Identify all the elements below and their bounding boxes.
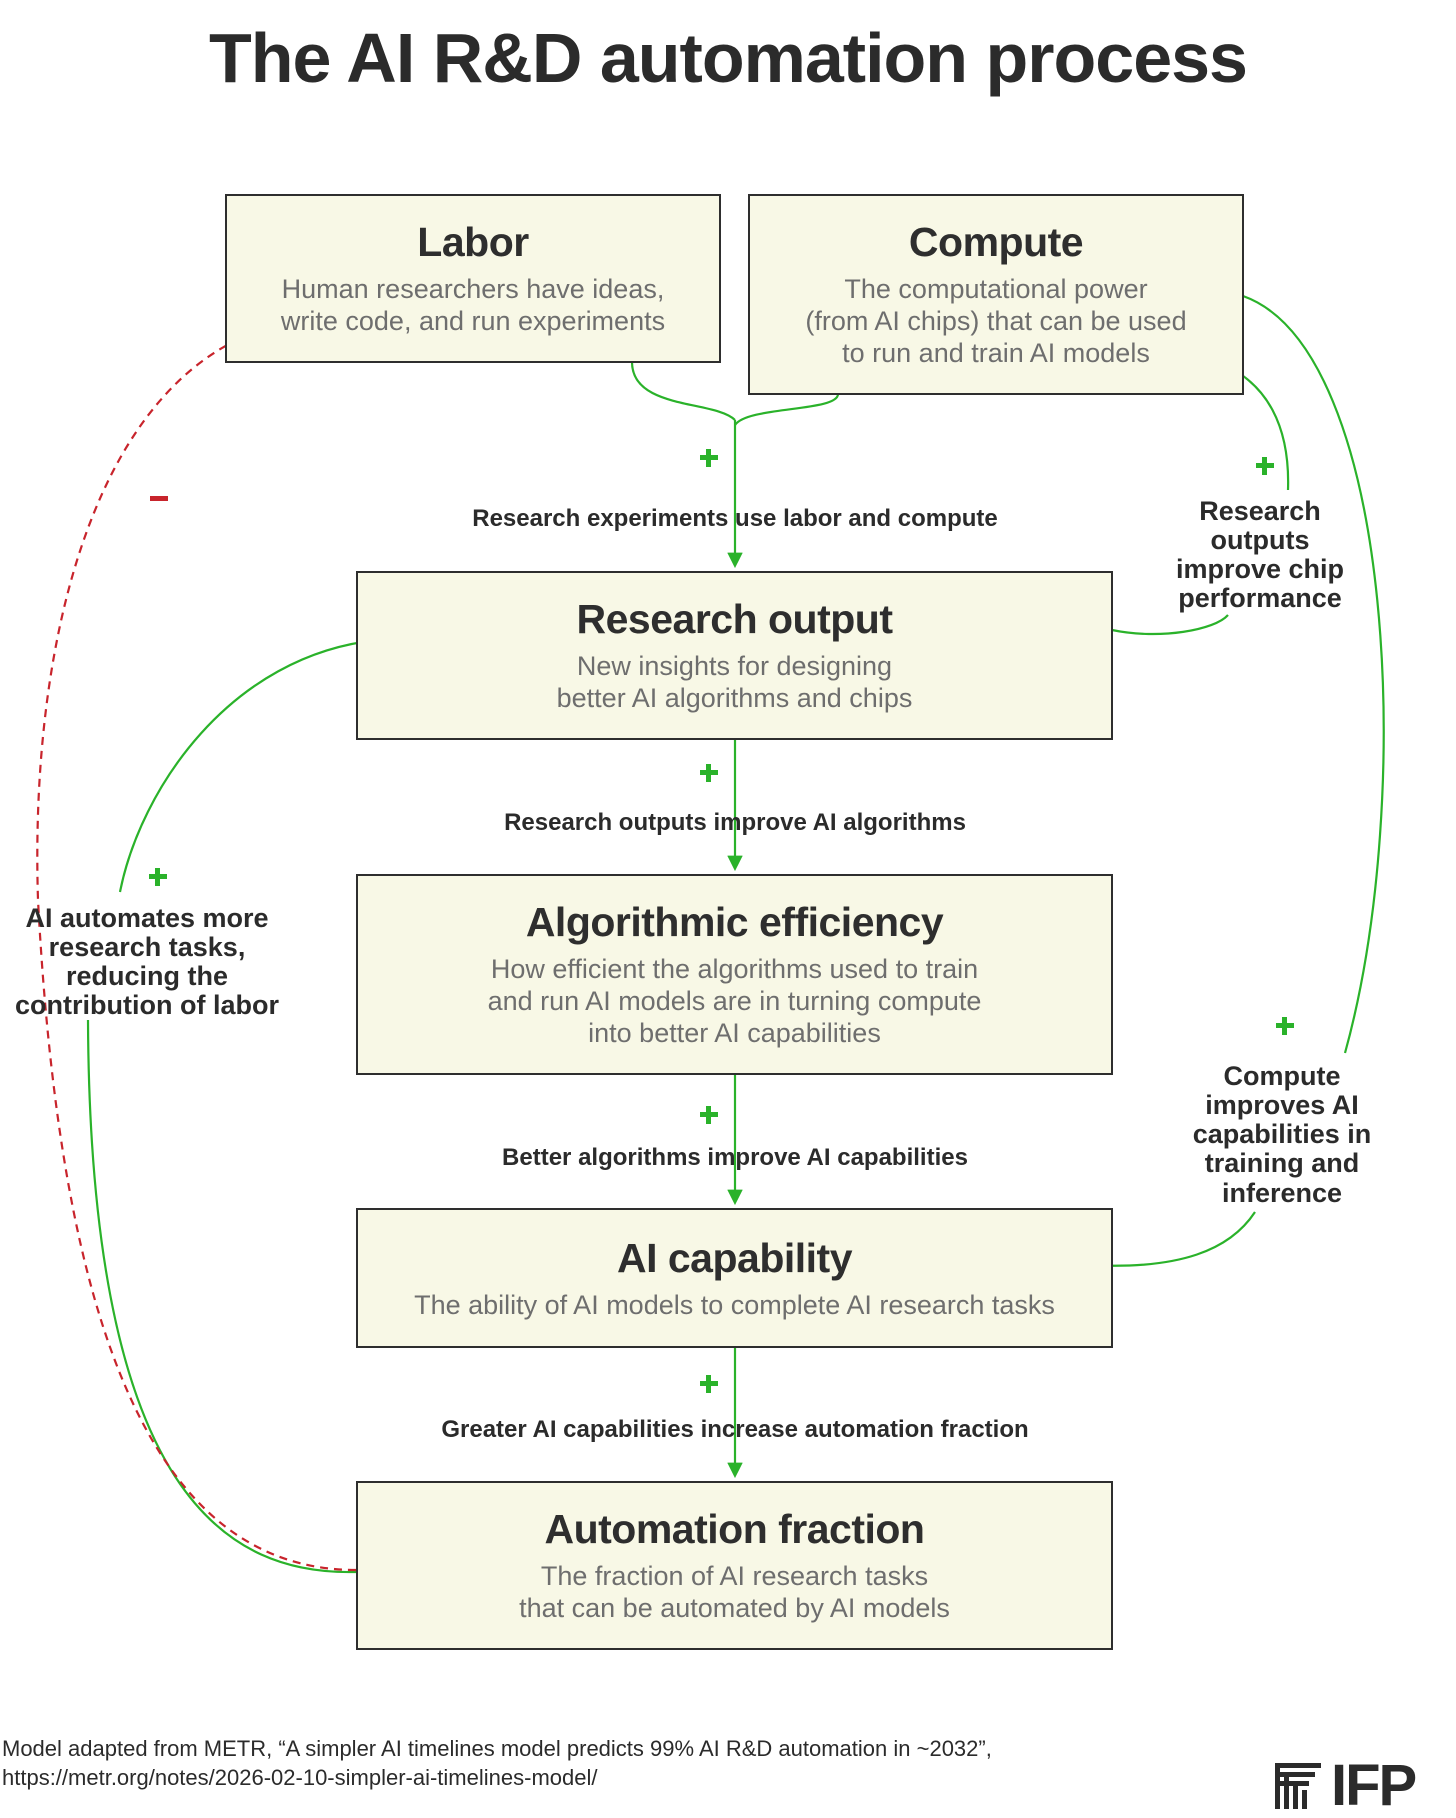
node-algorithmic-efficiency-title: Algorithmic efficiency [525, 899, 944, 946]
plus-sign-research-algorithms [700, 764, 718, 782]
plus-sign-automation-research [149, 868, 167, 886]
edge-label-compute-capability: Compute improves AI capabilities in trai… [1192, 1061, 1372, 1208]
ifp-logo-text: IFP [1331, 1753, 1417, 1818]
node-compute-description: The computational power (from AI chips) … [805, 274, 1187, 368]
edge-compute-to-capability [1088, 294, 1385, 1266]
edge-label-labor-compute: Research experiments use labor and compu… [472, 505, 998, 532]
diagram-title: The AI R&D automation process [209, 19, 1248, 97]
node-research-output-description: New insights for designing better AI alg… [556, 651, 913, 713]
edge-compute-merge [734, 393, 840, 426]
node-automation-fraction-title: Automation fraction [544, 1506, 925, 1553]
node-labor-description: Human researchers have ideas, write code… [280, 274, 666, 336]
source-footnote: Model adapted from METR, “A simpler AI t… [2, 1736, 992, 1790]
plus-sign-capability-automation [700, 1375, 718, 1393]
node-ai-capability: AI capability The ability of AI models t… [356, 1208, 1113, 1348]
node-research-output-title: Research output [576, 596, 894, 643]
node-ai-capability-title: AI capability [616, 1234, 853, 1281]
edge-label-research-compute: Research outputs improve chip performanc… [1175, 496, 1345, 614]
node-compute: Compute The computational power (from AI… [748, 194, 1244, 395]
node-labor-title: Labor [417, 219, 529, 266]
edge-label-research-algorithms: Research outputs improve AI algorithms [504, 809, 966, 836]
edge-label-automation-research: AI automates more research tasks, reduci… [15, 903, 279, 1021]
node-automation-fraction-description: The fraction of AI research tasks that c… [519, 1561, 950, 1623]
node-algorithmic-efficiency: Algorithmic efficiency How efficient the… [356, 874, 1113, 1075]
node-ai-capability-description: The ability of AI models to complete AI … [414, 1289, 1055, 1320]
plus-sign-algorithms-capability [700, 1106, 718, 1124]
node-compute-title: Compute [908, 219, 1084, 266]
ifp-logo-mark-icon [1275, 1763, 1321, 1809]
node-research-output: Research output New insights for designi… [356, 571, 1113, 740]
minus-sign-automation-labor [150, 496, 168, 501]
node-algorithmic-efficiency-description: How efficient the algorithms used to tra… [487, 954, 982, 1048]
edge-labor-merge [630, 361, 736, 421]
edge-automation-to-research [86, 640, 378, 1574]
plus-sign-labor-compute [700, 449, 718, 467]
edge-label-algorithms-capability: Better algorithms improve AI capabilitie… [502, 1144, 968, 1171]
ifp-logo: IFP [1275, 1753, 1417, 1818]
node-automation-fraction: Automation fraction The fraction of AI r… [356, 1481, 1113, 1650]
node-labor: Labor Human researchers have ideas, writ… [225, 194, 721, 363]
plus-sign-compute-capability [1276, 1017, 1294, 1035]
edge-automation-to-labor [36, 331, 357, 1572]
plus-sign-research-compute [1256, 457, 1274, 475]
edge-label-capability-automation: Greater AI capabilities increase automat… [441, 1416, 1029, 1443]
